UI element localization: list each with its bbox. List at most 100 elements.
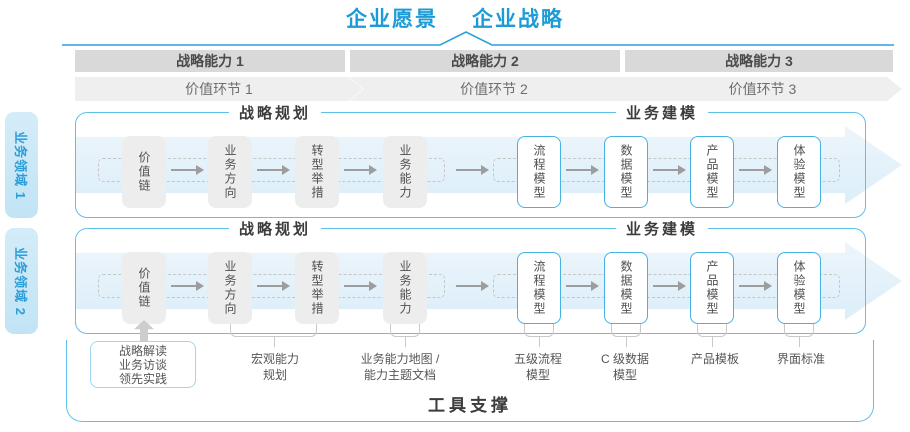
- bracket-connector: [524, 324, 554, 347]
- domain-2-label: 业务领域 2: [13, 246, 28, 316]
- modeling-dashed-zone: [493, 158, 840, 182]
- node-label: 价值链: [137, 267, 151, 309]
- strategy-inputs-box: 战略解读 业务访谈 领先实践: [90, 341, 196, 388]
- node-experience-model: 体验模型: [777, 136, 821, 208]
- node-transformation-initiatives: 转型举措: [295, 252, 339, 324]
- step-arrow-icon: [739, 165, 772, 175]
- planning-dashed-zone: [98, 274, 445, 298]
- note-macro-capability-planning: 宏观能力 规划: [251, 351, 299, 383]
- step-arrow-icon: [653, 281, 686, 291]
- capability-bar-3: 战略能力 3: [625, 50, 893, 72]
- node-process-model: 流程模型: [517, 136, 561, 208]
- strategy-title: 企业战略: [472, 8, 564, 31]
- note-line: 能力主题文档: [363, 368, 437, 382]
- note-line: 宏观能力: [250, 352, 300, 366]
- step-arrow-icon: [739, 281, 772, 291]
- capability-bar-1: 战略能力 1: [75, 50, 345, 72]
- step-arrow-icon: [456, 165, 489, 175]
- node-label: 体验模型: [792, 260, 806, 316]
- node-label: 体验模型: [792, 144, 806, 200]
- node-label: 产品模型: [705, 144, 719, 200]
- capability-bar-1-label: 战略能力 1: [176, 53, 244, 69]
- inputs-box-line: 领先实践: [118, 371, 167, 386]
- step-arrow-icon: [344, 165, 377, 175]
- step-arrow-icon: [344, 281, 377, 291]
- note-line: 界面标准: [776, 352, 826, 366]
- capability-bar-2: 战略能力 2: [350, 50, 620, 72]
- node-label: 业务方向: [223, 260, 237, 316]
- note-line: 业务能力地图 /: [360, 352, 440, 366]
- value-chain-segment-2-label: 价值环节 2: [460, 81, 528, 97]
- note-line: 产品模板: [690, 352, 740, 366]
- node-transformation-initiatives: 转型举措: [295, 136, 339, 208]
- node-experience-model: 体验模型: [777, 252, 821, 324]
- node-data-model: 数据模型: [604, 252, 648, 324]
- note-line: C 级数据: [600, 352, 650, 366]
- tools-support-container: 工具支撑: [66, 340, 874, 422]
- value-chain-segment-1: 价值环节 1: [75, 77, 363, 101]
- node-label: 转型举措: [310, 260, 324, 316]
- planning-zone-title: 战略规划: [228, 102, 322, 123]
- tools-support-title: 工具支撑: [428, 396, 512, 415]
- node-business-direction: 业务方向: [208, 136, 252, 208]
- node-label: 转型举措: [310, 144, 324, 200]
- value-chain-segment-3: 价值环节 3: [623, 77, 902, 101]
- step-arrow-icon: [456, 281, 489, 291]
- node-value-chain: 价值链: [122, 252, 166, 324]
- note-line: 模型: [525, 368, 551, 382]
- note-c-level-data-model: C 级数据 模型: [601, 351, 649, 383]
- bracket-connector: [697, 324, 727, 347]
- step-arrow-icon: [257, 281, 290, 291]
- note-line: 模型: [612, 368, 638, 382]
- bracket-connector: [611, 324, 641, 347]
- modeling-zone-title: 业务建模: [615, 102, 709, 123]
- step-arrow-icon: [171, 281, 204, 291]
- value-chain-segment-3-label: 价值环节 3: [728, 81, 797, 97]
- planning-dashed-zone: [98, 158, 445, 182]
- bracket-connector: [784, 324, 814, 347]
- top-header: 企业愿景 企业战略: [0, 3, 910, 33]
- value-chain-segment-1-label: 价值环节 1: [185, 81, 253, 97]
- node-label: 流程模型: [532, 144, 546, 200]
- step-arrow-icon: [257, 165, 290, 175]
- vision-title: 企业愿景: [346, 8, 438, 31]
- node-business-capability: 业务能力: [383, 136, 427, 208]
- node-label: 业务能力: [398, 144, 412, 200]
- note-capability-map-doc: 业务能力地图 / 能力主题文档: [361, 351, 440, 383]
- step-arrow-icon: [171, 165, 204, 175]
- capability-bar-3-label: 战略能力 3: [725, 53, 793, 69]
- bracket-connector: [390, 324, 420, 347]
- node-label: 产品模型: [705, 260, 719, 316]
- domain-1-label: 业务领域 1: [13, 130, 28, 200]
- note-line: 规划: [262, 368, 288, 382]
- node-business-capability: 业务能力: [383, 252, 427, 324]
- note-level5-process-model: 五级流程 模型: [514, 351, 562, 383]
- node-product-model: 产品模型: [690, 136, 734, 208]
- node-label: 数据模型: [619, 260, 633, 316]
- modeling-dashed-zone: [493, 274, 840, 298]
- node-label: 数据模型: [619, 144, 633, 200]
- domain-1-row: 战略规划 业务建模 价值链 业务方向 转型举措 业务能力 流程模型 数据模型 产…: [75, 102, 902, 218]
- node-label: 价值链: [137, 151, 151, 193]
- step-arrow-icon: [566, 165, 599, 175]
- node-label: 流程模型: [532, 260, 546, 316]
- value-chain-segment-2: 价值环节 2: [349, 77, 639, 101]
- capability-bar-2-label: 战略能力 2: [451, 53, 519, 69]
- node-process-model: 流程模型: [517, 252, 561, 324]
- step-arrow-icon: [653, 165, 686, 175]
- inputs-box-line: 战略解读: [118, 343, 167, 358]
- note-product-template: 产品模板: [691, 351, 739, 367]
- step-arrow-icon: [566, 281, 599, 291]
- note-ui-standard: 界面标准: [777, 351, 825, 367]
- domain-2-row: 战略规划 业务建模 价值链 业务方向 转型举措 业务能力 流程模型 数据模型 产…: [75, 218, 902, 334]
- planning-zone-title: 战略规划: [228, 218, 322, 239]
- domain-2-strip: 业务领域 2: [5, 228, 38, 334]
- node-label: 业务方向: [223, 144, 237, 200]
- modeling-zone-title: 业务建模: [615, 218, 709, 239]
- note-line: 五级流程: [513, 352, 563, 366]
- inputs-box-line: 业务访谈: [118, 357, 167, 372]
- node-data-model: 数据模型: [604, 136, 648, 208]
- node-product-model: 产品模型: [690, 252, 734, 324]
- bracket-connector: [230, 324, 317, 347]
